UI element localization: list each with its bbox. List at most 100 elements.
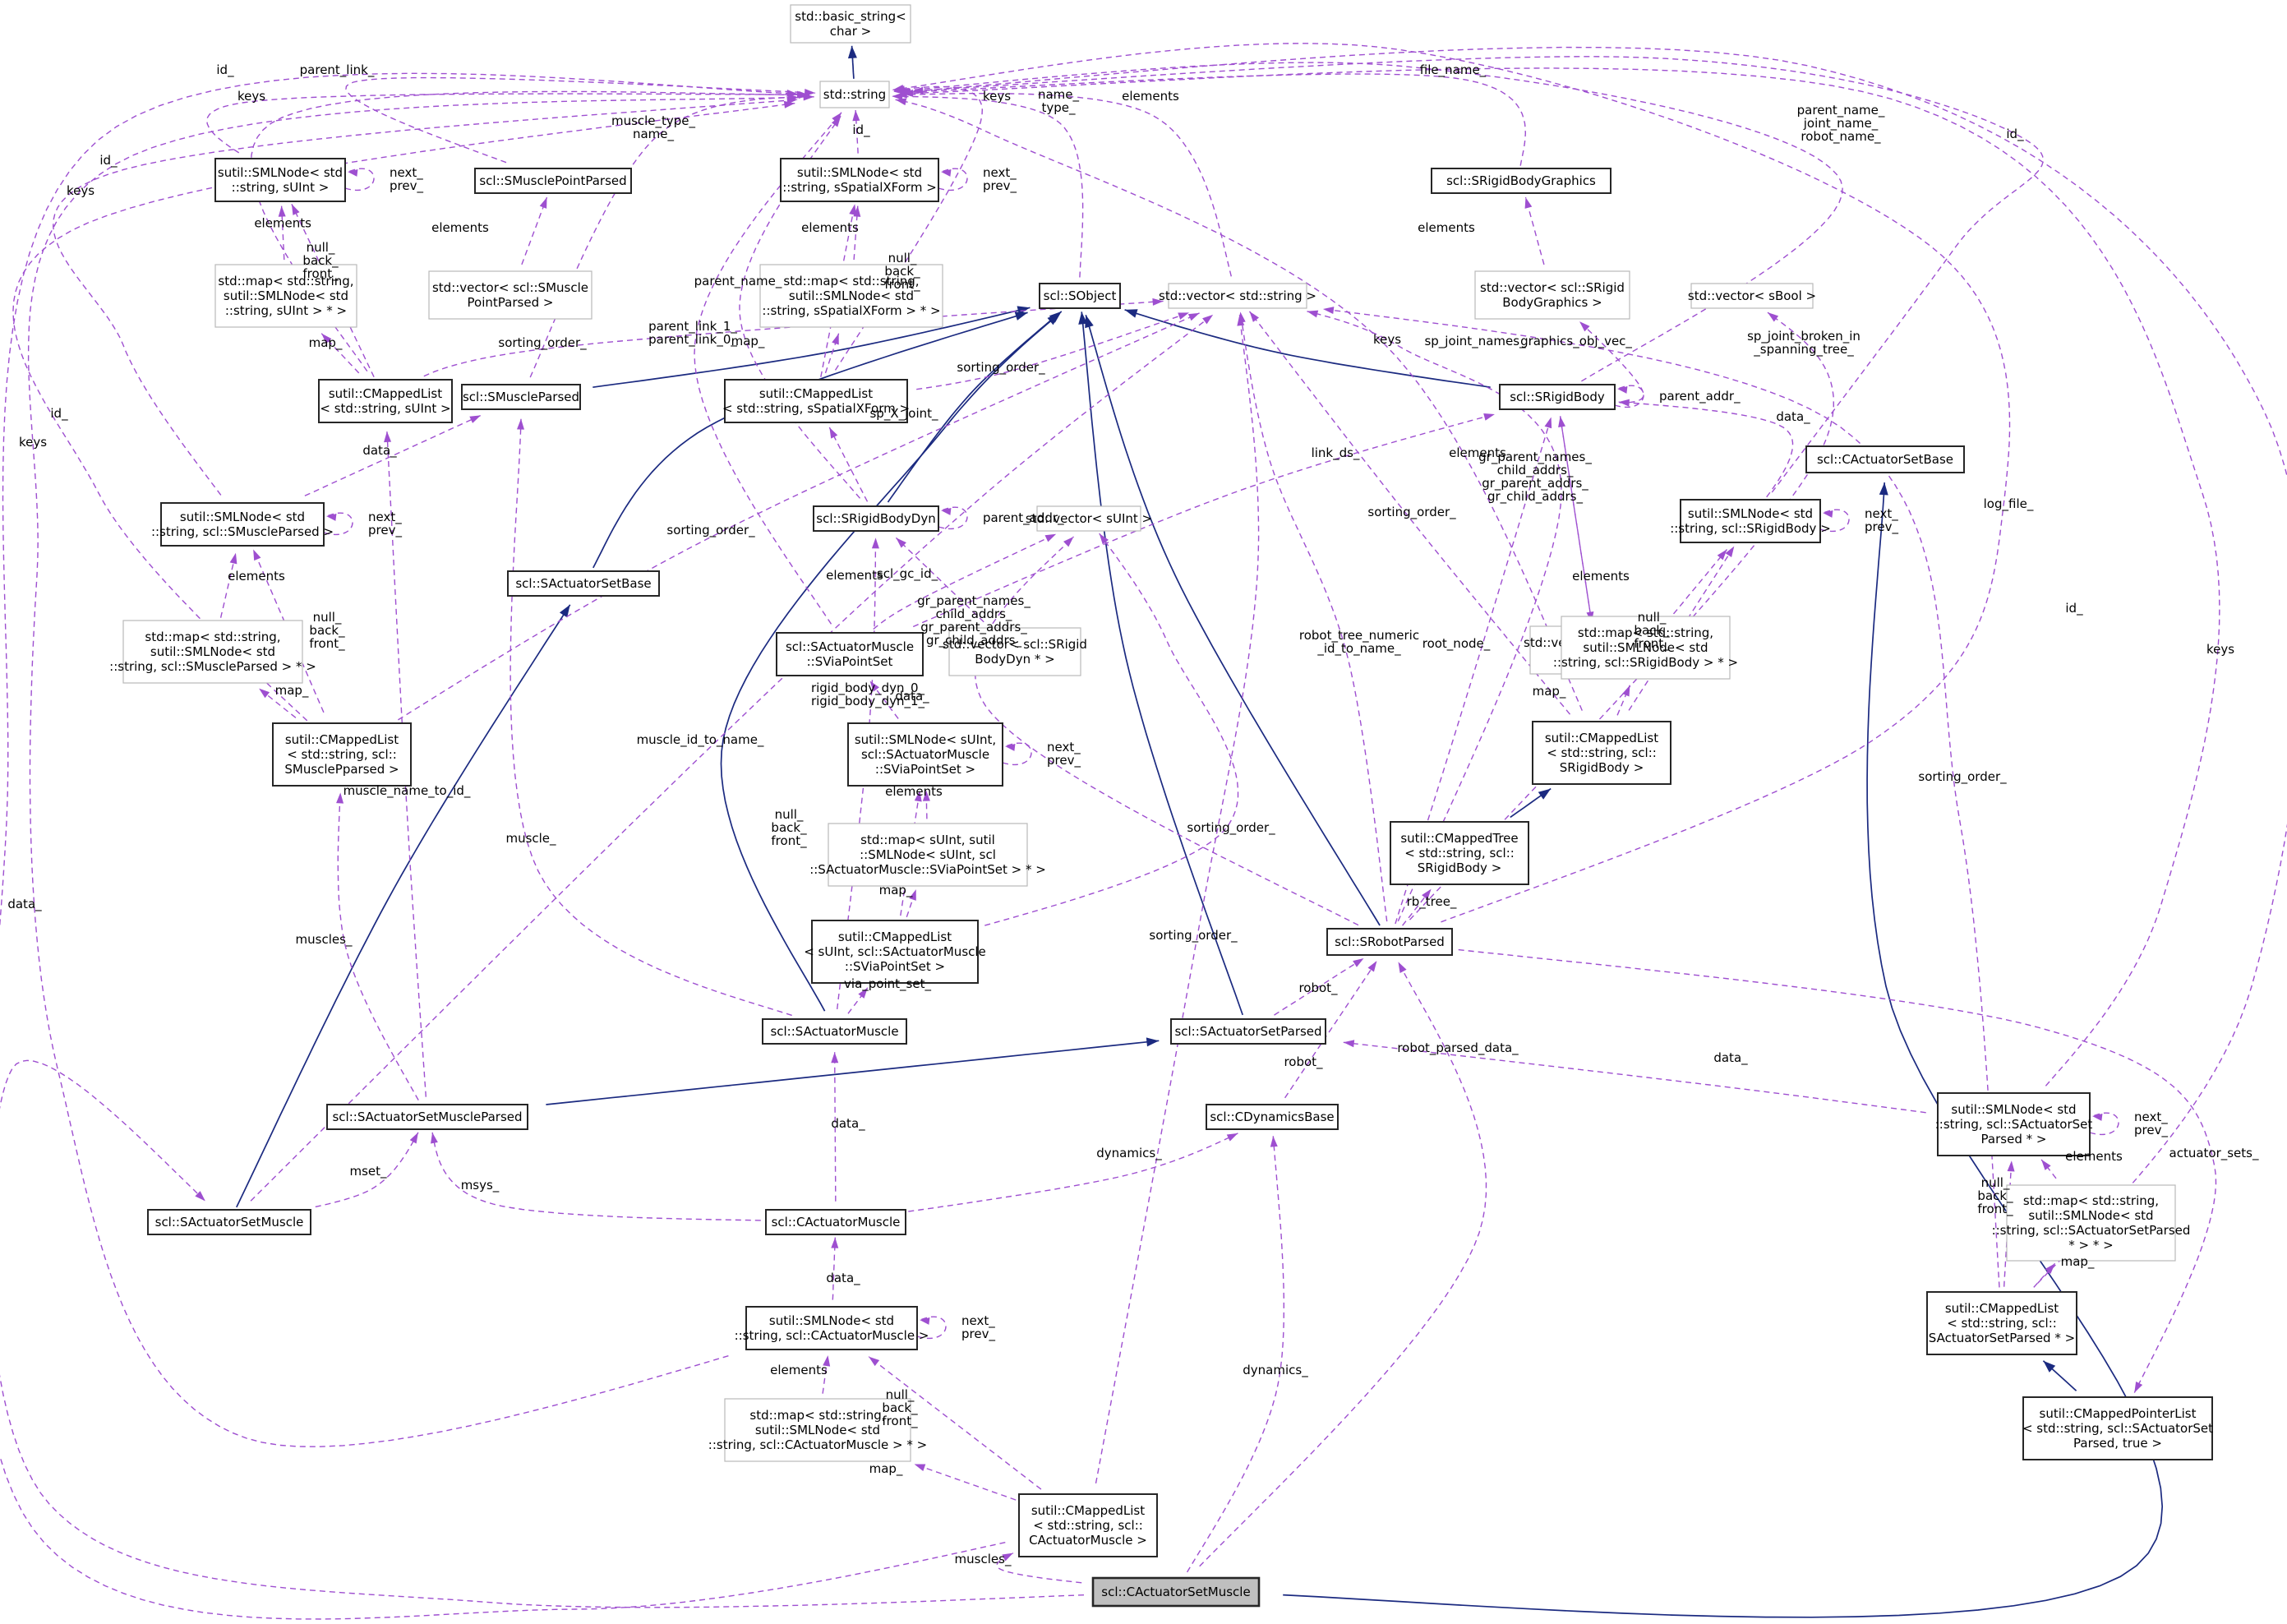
class-node-vec_suint[interactable]: std::vector< sUInt > bbox=[1026, 505, 1152, 532]
class-node-svpset[interactable]: scl::SActuatorMuscle::SViaPointSet bbox=[776, 632, 924, 676]
class-node-map_vp[interactable]: std::map< sUInt, sutil::SMLNode< sUInt, … bbox=[809, 823, 1046, 887]
node-box[interactable] bbox=[759, 264, 943, 328]
class-node-cdynbase[interactable]: scl::CDynamicsBase bbox=[1206, 1104, 1339, 1130]
class-node-basic_string[interactable]: std::basic_string<char > bbox=[790, 4, 911, 44]
edge-label: map_ bbox=[731, 334, 765, 349]
node-box[interactable] bbox=[724, 379, 908, 423]
node-box[interactable] bbox=[762, 1018, 907, 1045]
class-node-srobotparsed[interactable]: scl::SRobotParsed bbox=[1326, 928, 1453, 956]
class-node-cml_xform[interactable]: sutil::CMappedList< std::string, sSpatia… bbox=[722, 379, 910, 423]
class-node-cml_sasp[interactable]: sutil::CMappedList< std::string, scl::SA… bbox=[1926, 1291, 2077, 1355]
node-box[interactable] bbox=[1690, 283, 1814, 309]
node-box[interactable] bbox=[160, 502, 325, 547]
node-box[interactable] bbox=[214, 264, 357, 328]
class-node-smlnode_vp[interactable]: sutil::SMLNode< sUInt,scl::SActuatorMusc… bbox=[847, 722, 1003, 787]
node-box[interactable] bbox=[1805, 445, 1965, 473]
class-node-sasbase[interactable]: scl::SActuatorSetBase bbox=[507, 570, 660, 597]
class-node-smlnode_sasp[interactable]: sutil::SMLNode< std::string, scl::SActua… bbox=[1935, 1092, 2093, 1156]
class-node-cml_cam[interactable]: sutil::CMappedList< std::string, scl::CA… bbox=[1018, 1493, 1158, 1557]
node-box[interactable] bbox=[765, 1209, 906, 1235]
node-box[interactable] bbox=[147, 1209, 311, 1235]
class-node-cactmuscle[interactable]: scl::CActuatorMuscle bbox=[765, 1209, 906, 1235]
node-box[interactable] bbox=[1390, 821, 1529, 885]
class-node-map_sasp[interactable]: std::map< std::string,sutil::SMLNode< st… bbox=[1992, 1184, 2191, 1262]
class-node-map_smp[interactable]: std::map< std::string,sutil::SMLNode< st… bbox=[109, 620, 316, 684]
node-box[interactable] bbox=[813, 505, 939, 532]
node-box[interactable] bbox=[811, 920, 979, 984]
class-node-cml_vp[interactable]: sutil::CMappedList< sUInt, scl::SActuato… bbox=[804, 920, 986, 984]
node-box[interactable] bbox=[1680, 499, 1821, 543]
node-box[interactable] bbox=[2006, 1184, 2176, 1262]
class-node-map_srb[interactable]: std::map< std::string,sutil::SMLNode< st… bbox=[1553, 616, 1738, 680]
node-box[interactable] bbox=[507, 570, 660, 597]
class-node-srigidbody[interactable]: scl::SRigidBody bbox=[1499, 384, 1616, 410]
node-box[interactable] bbox=[790, 4, 911, 44]
node-box[interactable] bbox=[1206, 1104, 1339, 1130]
node-box[interactable] bbox=[428, 270, 592, 320]
class-node-map_xform[interactable]: std::map< std::string,sutil::SMLNode< st… bbox=[759, 264, 943, 328]
class-node-musclepointparsed[interactable]: scl::SMusclePointParsed bbox=[474, 168, 632, 194]
class-node-smlnode_smp[interactable]: sutil::SMLNode< std::string, scl::SMuscl… bbox=[151, 502, 334, 547]
class-node-cml_srb[interactable]: sutil::CMappedList< std::string, scl::SR… bbox=[1532, 721, 1671, 785]
node-box[interactable] bbox=[745, 1306, 918, 1350]
node-box[interactable] bbox=[828, 823, 1028, 887]
node-box[interactable] bbox=[1561, 616, 1731, 680]
class-node-map_uint[interactable]: std::map< std::string,sutil::SMLNode< st… bbox=[214, 264, 357, 328]
class-node-smlnode_xform[interactable]: sutil::SMLNode< std::string, sSpatialXFo… bbox=[780, 158, 939, 202]
arrowhead-icon bbox=[829, 427, 838, 439]
class-node-sasm[interactable]: scl::SActuatorSetMuscle bbox=[147, 1209, 311, 1235]
node-box[interactable] bbox=[1926, 1291, 2077, 1355]
node-box[interactable] bbox=[1532, 721, 1671, 785]
class-node-sasmp[interactable]: scl::SActuatorSetMuscleParsed bbox=[326, 1104, 528, 1130]
node-box[interactable] bbox=[724, 1398, 911, 1462]
node-box[interactable] bbox=[1326, 928, 1453, 956]
class-node-sactsetparsed[interactable]: scl::SActuatorSetParsed bbox=[1170, 1018, 1326, 1045]
class-node-string[interactable]: std::string bbox=[819, 81, 890, 108]
edge-musclepointparsed-to-string bbox=[345, 76, 816, 164]
node-box[interactable] bbox=[1039, 283, 1121, 309]
class-node-sobject[interactable]: scl::SObject bbox=[1039, 283, 1121, 309]
node-box[interactable] bbox=[122, 620, 303, 684]
node-box[interactable] bbox=[1474, 270, 1630, 320]
class-node-vec_string[interactable]: std::vector< std::string > bbox=[1159, 283, 1316, 309]
class-node-target[interactable]: scl::CActuatorSetMuscle bbox=[1091, 1576, 1261, 1608]
node-box[interactable] bbox=[819, 81, 890, 108]
node-box[interactable] bbox=[1091, 1576, 1261, 1608]
class-node-cml_smp[interactable]: sutil::CMappedList< std::string, scl::SM… bbox=[272, 722, 412, 787]
node-box[interactable] bbox=[1170, 1018, 1326, 1045]
edge-label: mset_ bbox=[349, 1164, 387, 1179]
node-box[interactable] bbox=[1431, 168, 1612, 194]
class-node-cmpl_sasp[interactable]: sutil::CMappedPointerList< std::string, … bbox=[2022, 1396, 2213, 1460]
class-node-rbgraphics[interactable]: scl::SRigidBodyGraphics bbox=[1431, 168, 1612, 194]
class-node-vec_sbool[interactable]: std::vector< sBool > bbox=[1688, 283, 1816, 309]
node-box[interactable] bbox=[1937, 1092, 2091, 1156]
class-node-smlnode_uint[interactable]: sutil::SMLNode< std::string, sUInt > bbox=[214, 158, 346, 202]
node-box[interactable] bbox=[1168, 283, 1307, 309]
node-box[interactable] bbox=[326, 1104, 528, 1130]
class-node-sactmuscle[interactable]: scl::SActuatorMuscle bbox=[762, 1018, 907, 1045]
node-box[interactable] bbox=[1018, 1493, 1158, 1557]
class-node-map_cam[interactable]: std::map< std::string,sutil::SMLNode< st… bbox=[708, 1398, 927, 1462]
class-node-srbdyn[interactable]: scl::SRigidBodyDyn bbox=[813, 505, 939, 532]
node-box[interactable] bbox=[780, 158, 939, 202]
class-node-cml_uint[interactable]: sutil::CMappedList< std::string, sUInt > bbox=[318, 379, 453, 423]
node-box[interactable] bbox=[847, 722, 1003, 787]
class-node-smlnode_srb[interactable]: sutil::SMLNode< std::string, scl::SRigid… bbox=[1670, 499, 1831, 543]
class-node-muscleparsed[interactable]: scl::SMuscleParsed bbox=[461, 384, 581, 410]
node-box[interactable] bbox=[1499, 384, 1616, 410]
node-box[interactable] bbox=[474, 168, 632, 194]
node-box[interactable] bbox=[318, 379, 453, 423]
class-node-smlnode_cam[interactable]: sutil::SMLNode< std::string, scl::CActua… bbox=[735, 1306, 929, 1350]
node-box[interactable] bbox=[948, 627, 1081, 676]
node-box[interactable] bbox=[214, 158, 346, 202]
node-box[interactable] bbox=[272, 722, 412, 787]
node-box[interactable] bbox=[776, 632, 924, 676]
node-box[interactable] bbox=[461, 384, 581, 410]
node-box[interactable] bbox=[1036, 505, 1141, 532]
class-node-cactsetbase[interactable]: scl::CActuatorSetBase bbox=[1805, 445, 1965, 473]
node-box[interactable] bbox=[2022, 1396, 2213, 1460]
class-node-cmt_srb[interactable]: sutil::CMappedTree< std::string, scl::SR… bbox=[1390, 821, 1529, 885]
